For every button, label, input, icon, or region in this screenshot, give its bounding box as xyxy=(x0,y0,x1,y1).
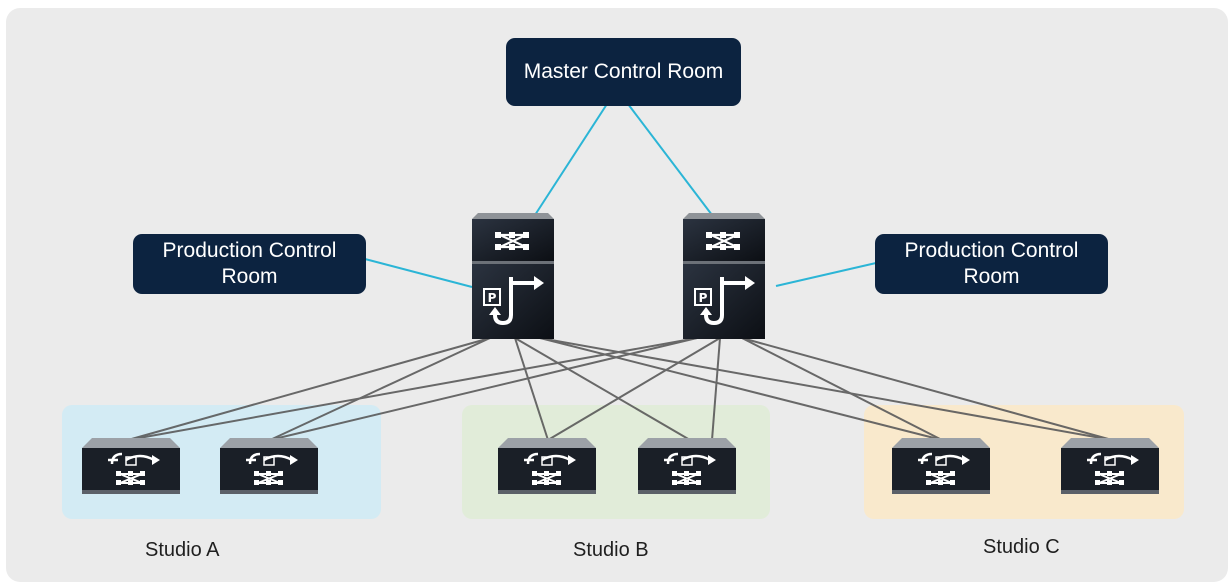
fabric-link xyxy=(127,337,698,441)
svg-text:P: P xyxy=(488,291,497,305)
link-master-spine-left xyxy=(534,103,608,216)
leaf-switch-studio-b-2 xyxy=(638,438,736,494)
studio-b-label: Studio B xyxy=(573,539,649,561)
fabric-link xyxy=(127,337,491,441)
spine-switch-right: P xyxy=(683,213,765,339)
fabric-link xyxy=(547,337,721,441)
svg-text:P: P xyxy=(699,291,708,305)
fabric-link xyxy=(269,337,491,441)
spine-switch-left: P xyxy=(472,213,554,339)
fabric-link xyxy=(539,337,943,441)
link-prod-right-spine-right xyxy=(775,262,877,287)
leaf-switch-studio-a-2 xyxy=(220,438,318,494)
link-master-spine-right xyxy=(627,103,713,216)
leaf-switch-studio-a-1 xyxy=(82,438,180,494)
leaf-switch-studio-c-2 xyxy=(1061,438,1159,494)
link-prod-left-spine-left xyxy=(364,258,473,288)
production-control-room-right: Production Control Room xyxy=(875,234,1108,294)
ptp-leaf-switch-icon xyxy=(498,438,596,494)
ptp-leaf-switch-icon xyxy=(892,438,990,494)
production-control-room-left-label: Production Control Room xyxy=(162,239,337,288)
production-control-room-left: Production Control Room xyxy=(133,234,366,294)
master-control-room-label: Master Control Room xyxy=(523,60,724,83)
ptp-leaf-switch-icon xyxy=(1061,438,1159,494)
fabric-link xyxy=(514,337,549,441)
master-control-room: Master Control Room xyxy=(506,38,741,106)
fabric-link xyxy=(539,337,1113,441)
ptp-boundary-switch-icon: P xyxy=(472,213,554,339)
leaf-switch-studio-b-1 xyxy=(498,438,596,494)
leaf-switch-studio-c-1 xyxy=(892,438,990,494)
fabric-link xyxy=(711,337,721,441)
production-control-room-right-label: Production Control Room xyxy=(904,239,1079,288)
ptp-leaf-switch-icon xyxy=(82,438,180,494)
ptp-leaf-switch-icon xyxy=(638,438,736,494)
fabric-link xyxy=(741,337,943,441)
fabric-link xyxy=(741,337,1113,441)
ptp-boundary-switch-icon: P xyxy=(683,213,765,339)
studio-c-label: Studio C xyxy=(983,536,1060,558)
fabric-link xyxy=(514,337,691,441)
studio-a-label: Studio A xyxy=(145,539,220,561)
ptp-leaf-switch-icon xyxy=(220,438,318,494)
fabric-link xyxy=(269,337,698,441)
